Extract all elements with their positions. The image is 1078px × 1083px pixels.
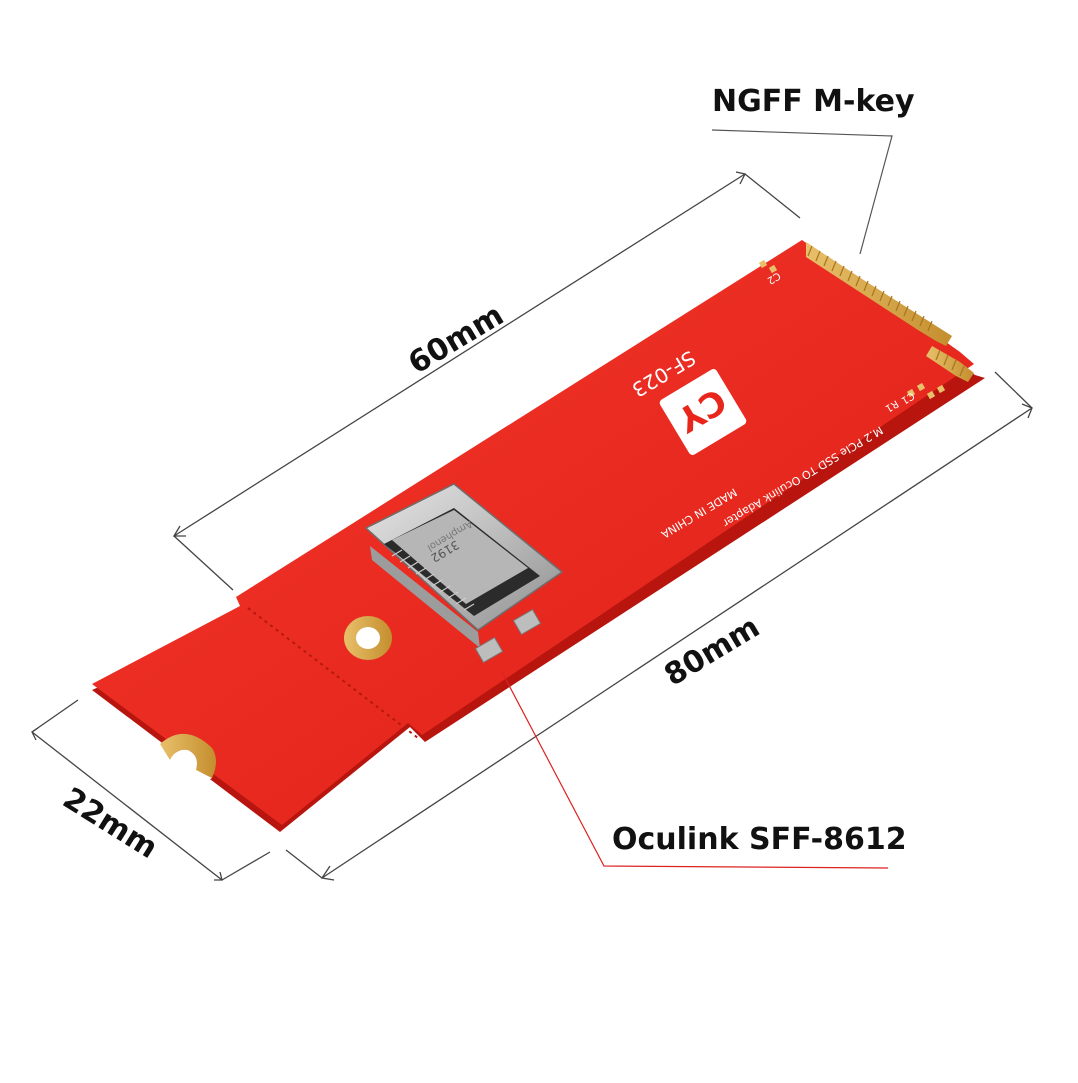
mounting-hole xyxy=(344,616,392,660)
dimension-lines xyxy=(31,171,1033,881)
dim-line-22 xyxy=(31,731,223,881)
break-line xyxy=(247,607,419,739)
oculink-label: Oculink SFF-8612 xyxy=(612,822,907,857)
dim-line-80 xyxy=(321,407,1033,879)
leader-oculink xyxy=(501,671,889,869)
leader-ngff xyxy=(711,129,893,255)
pcb-board xyxy=(92,240,974,825)
dim-line-60 xyxy=(173,173,746,537)
ngff-mkey-label: NGFF M-key xyxy=(712,84,915,119)
cy-logo: CY xyxy=(659,369,747,455)
oculink-connector: 3192 Amphenol xyxy=(364,483,564,664)
smd-components xyxy=(758,259,946,400)
screw-notch xyxy=(160,733,216,788)
leader-lines xyxy=(501,129,893,869)
gold-fingers xyxy=(806,242,974,382)
